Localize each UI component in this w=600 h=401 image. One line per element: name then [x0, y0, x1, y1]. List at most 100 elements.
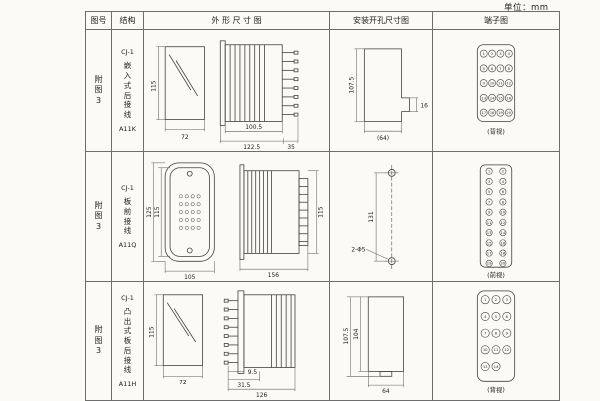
terminal-number: 8 [508, 66, 511, 70]
terminal-circle [496, 78, 505, 87]
dim-pin-length: 9.5 [247, 370, 257, 376]
terminal-number: 19 [498, 111, 503, 115]
terminal-number: 15 [498, 96, 503, 100]
terminal-circle [480, 328, 490, 338]
terminal-number: 9 [483, 81, 486, 85]
dim-flange-width: 105 [184, 275, 195, 281]
terminal-number: 5 [495, 315, 498, 319]
terminal-number: 16 [506, 96, 511, 100]
structure-code: A11K [119, 124, 136, 133]
terminal-number: 8 [495, 332, 498, 336]
dim-hole-span: 131 [369, 211, 375, 222]
terminal-circle [502, 311, 512, 321]
fig-no-label: 附图3 [94, 74, 103, 105]
terminal-number: 14 [501, 231, 506, 235]
terminal-number: 12 [506, 81, 511, 85]
terminal-circle [480, 295, 490, 305]
structure-desc: 嵌入式后接线 [123, 61, 132, 119]
terminal-number: 9 [488, 210, 491, 214]
terminal-number: 13 [483, 365, 488, 369]
dim-cutout-width: 64 [382, 389, 390, 395]
model-label: CJ-1 [121, 48, 134, 57]
terminal-circle [485, 187, 493, 195]
terminal-number: 1 [484, 298, 487, 302]
terminal-circle [488, 108, 496, 116]
terminal-circle [504, 78, 513, 87]
dim-front-width: 72 [181, 135, 189, 141]
dim-body-depth: 100.5 [245, 124, 262, 130]
terminal-circle [485, 228, 493, 236]
terminal-circle [479, 93, 488, 102]
fig-no-label: 附图3 [94, 200, 103, 231]
terminal-circle [496, 93, 505, 102]
outline-drawing-a11k: 115 72 [151, 39, 298, 151]
terminal-circle [485, 177, 493, 185]
cell-install-a11k: 107.5 16 (64) [330, 30, 433, 152]
terminal-circle [491, 328, 501, 338]
terminal-number: 16 [501, 241, 506, 245]
terminal-number: 17 [487, 251, 492, 255]
terminal-number: 10 [483, 348, 488, 352]
cell-structure-a11k: CJ-1 嵌入式后接线 A11K [112, 30, 144, 152]
dim-cutout-height-inner: 104 [353, 328, 359, 339]
terminal-circle [499, 228, 507, 236]
terminal-circle [491, 345, 501, 355]
spec-table: 图号 结构 外 形 尺 寸 图 安装开孔尺寸图 端子图 附图3 CJ-1 嵌入式… [85, 11, 560, 401]
terminal-number: 5 [488, 190, 491, 194]
terminal-circle [485, 167, 493, 175]
terminal-number: 11 [487, 220, 492, 224]
terminal-number: 11 [494, 348, 499, 352]
terminal-number: 2 [495, 298, 497, 302]
terminal-number: 13 [487, 231, 492, 235]
terminal-circle [491, 311, 501, 321]
terminal-caption: (背视) [487, 385, 505, 394]
terminal-circle [485, 249, 493, 257]
terminal-number: 10 [501, 210, 506, 214]
cell-outline-a11q: 125 115 105 [144, 152, 330, 282]
terminal-circle [485, 208, 493, 216]
terminal-number: 1 [483, 52, 486, 56]
terminal-circle [488, 49, 496, 57]
terminal-number: 3 [506, 298, 509, 302]
terminal-circle [504, 108, 513, 116]
terminal-number: 12 [501, 220, 506, 224]
dim-flange-height: 125 [146, 206, 152, 217]
terminal-number: 5 [483, 66, 486, 70]
terminal-number: 6 [491, 66, 494, 70]
terminal-number: 6 [502, 190, 505, 194]
terminal-number: 1 [488, 169, 491, 173]
terminal-circle [504, 64, 513, 72]
terminal-number: 8 [502, 200, 505, 204]
cell-fig-no-row3: 附图3 [86, 282, 112, 400]
header-terminal: 端子图 [433, 12, 559, 30]
terminal-circle [480, 345, 490, 355]
cell-outline-a11h: 115 72 [144, 282, 330, 400]
terminal-circle [504, 93, 513, 102]
header-outline: 外 形 尺 寸 图 [144, 12, 330, 30]
terminal-number: 4 [502, 179, 505, 183]
terminal-circle [499, 259, 507, 267]
terminal-circle [491, 362, 501, 371]
structure-code: A11Q [118, 241, 137, 249]
terminal-number: 4 [508, 52, 511, 56]
terminal-circle [499, 218, 507, 226]
terminal-number: 10 [490, 81, 495, 85]
terminal-number: 18 [501, 251, 506, 255]
terminal-number: 7 [484, 332, 487, 336]
terminal-caption: (背视) [487, 126, 505, 135]
terminal-number: 19 [487, 261, 492, 265]
terminal-circle [502, 345, 512, 355]
header-install: 安装开孔尺寸图 [330, 12, 433, 30]
terminal-circle [502, 328, 512, 338]
terminal-circle [480, 362, 490, 371]
unit-note: 单位：mm [504, 3, 549, 13]
terminal-number: 13 [481, 96, 486, 100]
terminal-circle [479, 78, 488, 87]
terminal-circle [499, 208, 507, 216]
cell-structure-a11q: CJ-1 板前接线 A11Q [112, 152, 144, 282]
header-fig-no: 图号 [86, 12, 112, 30]
